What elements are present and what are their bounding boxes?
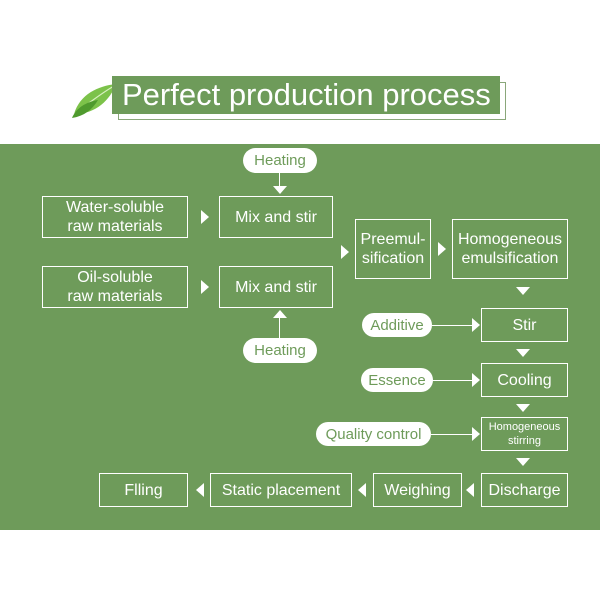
- preemulsification-to-homogeneous-arrow: [438, 242, 446, 256]
- mix-stir-2-box: Mix and stir: [219, 266, 333, 308]
- water-soluble-box: Water-soluble raw materials: [42, 196, 188, 238]
- oil-to-mix-arrow: [201, 280, 209, 294]
- stir-box: Stir: [481, 308, 568, 342]
- heating-bottom-pill: Heating: [243, 338, 317, 363]
- mix-to-preemulsification-arrow: [341, 245, 349, 259]
- discharge-to-weighing-arrow: [466, 483, 474, 497]
- quality-control-arrow: [472, 427, 480, 441]
- emulsification-to-stir-arrow: [516, 287, 530, 295]
- oil-soluble-box: Oil-soluble raw materials: [42, 266, 188, 308]
- essence-pill: Essence: [361, 368, 433, 392]
- preemulsification-box: Preemul- sification: [355, 219, 431, 279]
- essence-connector: [433, 380, 472, 381]
- page-title: Perfect production process: [122, 77, 491, 112]
- homogeneous-emulsification-box: Homogeneous emulsification: [452, 219, 568, 279]
- quality-control-pill: Quality control: [316, 422, 431, 446]
- cooling-box: Cooling: [481, 363, 568, 397]
- weighing-to-static-arrow: [358, 483, 366, 497]
- leaf-icon: [72, 84, 116, 118]
- stirring-to-discharge-arrow: [516, 458, 530, 466]
- cooling-to-stirring-arrow: [516, 404, 530, 412]
- discharge-box: Discharge: [481, 473, 568, 507]
- stir-to-cooling-arrow: [516, 349, 530, 357]
- weighing-box: Weighing: [373, 473, 462, 507]
- essence-arrow: [472, 373, 480, 387]
- additive-pill: Additive: [362, 313, 432, 337]
- heating-bottom-arrow: [273, 310, 287, 318]
- heating-top-pill: Heating: [243, 148, 317, 173]
- filling-box: Flling: [99, 473, 188, 507]
- additive-arrow: [472, 318, 480, 332]
- homogeneous-stirring-box: Homogeneous stirring: [481, 417, 568, 451]
- static-placement-box: Static placement: [210, 473, 352, 507]
- heating-top-arrow: [273, 186, 287, 194]
- title-banner: Perfect production process: [70, 72, 530, 122]
- water-to-mix-arrow: [201, 210, 209, 224]
- heating-top-connector: [279, 173, 280, 187]
- static-to-filling-arrow: [196, 483, 204, 497]
- title-background: [112, 76, 500, 114]
- heating-bottom-connector: [279, 316, 280, 338]
- quality-control-connector: [431, 434, 472, 435]
- mix-stir-1-box: Mix and stir: [219, 196, 333, 238]
- additive-connector: [432, 325, 472, 326]
- process-panel: Heating Water-soluble raw materials Mix …: [0, 144, 600, 530]
